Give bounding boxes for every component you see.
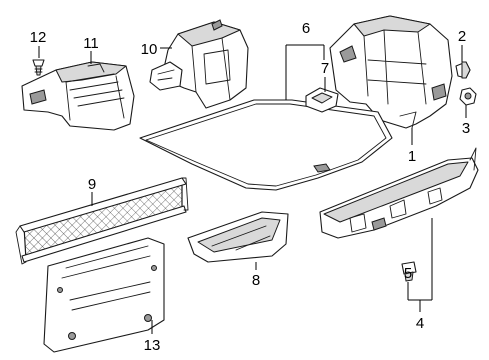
right-trim-panel-part — [329, 15, 453, 129]
callout-11: 11 — [83, 35, 99, 52]
sill-plate-part — [319, 147, 479, 239]
callout-12: 12 — [30, 29, 47, 46]
leader-lines — [38, 44, 467, 334]
rear-panel-enclosure-part — [149, 19, 249, 109]
callout-1: 1 — [408, 148, 416, 165]
fastener-part — [401, 261, 417, 282]
trim-pin-part — [455, 61, 471, 79]
callout-4: 4 — [416, 315, 424, 332]
callout-8: 8 — [252, 272, 260, 289]
callout-2: 2 — [458, 28, 466, 45]
callout-7: 7 — [321, 60, 329, 77]
callout-3: 3 — [462, 120, 470, 137]
left-trim-panel-part — [21, 61, 135, 131]
callout-10: 10 — [141, 41, 158, 58]
callout-6: 6 — [302, 20, 310, 37]
storage-cup-part — [305, 87, 339, 113]
trunk-floor-mat-part — [139, 99, 393, 191]
push-pin-clip-part — [32, 59, 45, 76]
retaining-nut-part — [459, 87, 477, 106]
callout-13: 13 — [144, 337, 161, 354]
callout-5: 5 — [404, 265, 412, 282]
cargo-net-part — [15, 177, 189, 265]
callout-9: 9 — [88, 176, 96, 193]
floor-panel-part — [43, 237, 165, 353]
storage-tray-part — [187, 211, 289, 263]
callout-labels: 12 11 10 6 7 2 3 1 9 8 5 4 13 — [30, 20, 471, 354]
